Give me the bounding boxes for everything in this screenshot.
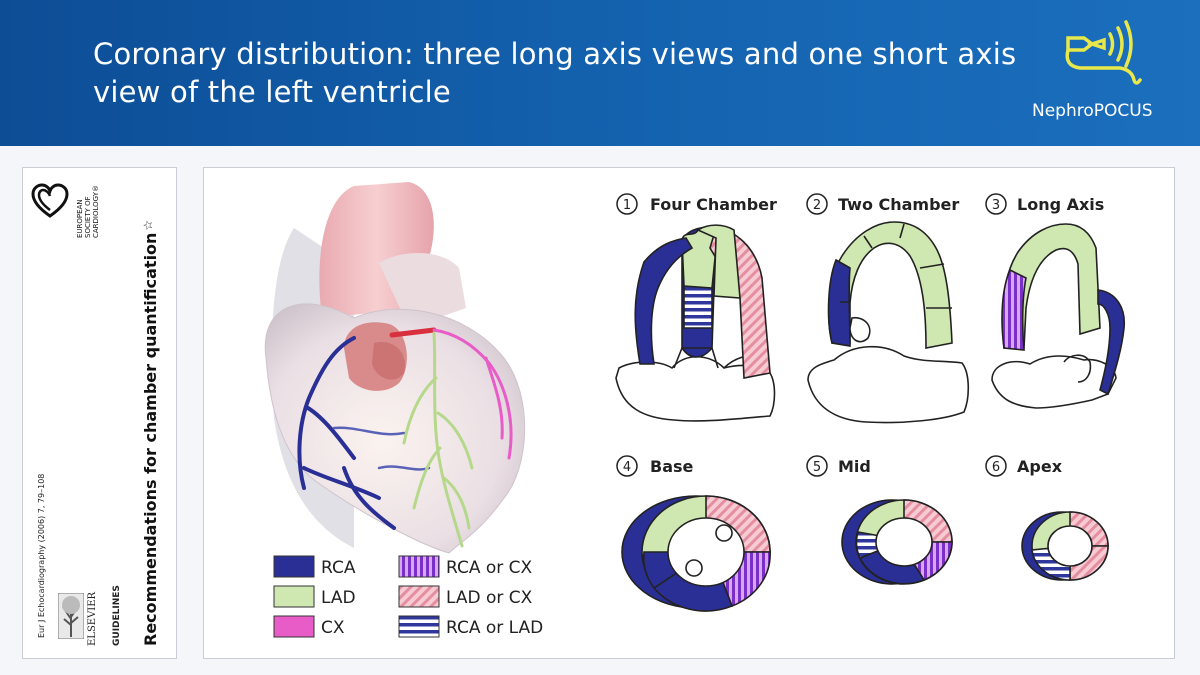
legend-swatch-rca-or-lad [398,615,440,638]
legend-swatch-lad [273,585,315,608]
view-number-4: 4 [623,460,631,475]
cx-vessel [432,328,513,460]
view-label-base: Base [650,457,694,476]
society-line3: CARDIOLOGY® [92,184,100,238]
brand-name: NephroPOCUS [1032,101,1153,121]
view-label-long-axis: Long Axis [1017,195,1104,214]
article-title-text: Recommendations for chamber quantificati… [141,232,160,646]
legend-label-rca: RCA [321,558,356,578]
slide-title-line2: view of the left ventricle [93,75,451,109]
view-label-four-chamber: Four Chamber [650,195,777,214]
left-main-vessel [389,327,437,338]
view-label-mid: Mid [838,457,871,476]
section-label: GUIDELINES [112,585,122,646]
elsevier-tree-logo [58,593,84,639]
ultrasound-probe-icon [1065,20,1142,85]
heart-body [264,303,526,554]
journal-cover: EUROPEAN SOCIETY OF CARDIOLOGY® Eur J Ec… [22,167,177,659]
view-labels: 1 Four Chamber 2 Two Chamber 3 Long Axis… [616,193,1104,477]
slide-title-line1: Coronary distribution: three long axis v… [93,37,1017,71]
long-axis-diagram [991,223,1125,409]
esc-heart-logo [31,183,69,218]
legend-swatch-rca [273,555,315,578]
legend-label-cx: CX [321,618,345,638]
legend-swatch-cx [273,615,315,638]
four-chamber-diagram [615,224,776,422]
article-title-mark: ☆ [141,219,155,231]
publisher-name: ELSEVIER [87,591,98,646]
view-number-2: 2 [813,198,821,213]
legend-label-lad: LAD [321,588,356,608]
view-number-1: 1 [623,198,631,213]
legend-label-lad-or-cx: LAD or CX [446,588,533,608]
legend: RCA LAD CX RCA or CX LAD or CX RCA or LA… [273,555,543,638]
view-label-two-chamber: Two Chamber [838,195,959,214]
society-line1: EUROPEAN [76,199,84,238]
heart-illustration [264,182,526,554]
society-line2: SOCIETY OF [84,196,92,238]
view-number-5: 5 [813,460,821,475]
apex-short-axis-diagram [1021,511,1109,581]
legend-swatch-rca-or-cx [398,555,440,578]
journal-citation: Eur J Echocardiography (2006) 7, 79–108 [37,473,46,638]
mid-short-axis-diagram [841,499,953,585]
rca-vessel [297,336,396,530]
legend-label-rca-or-cx: RCA or CX [446,558,533,578]
article-title: Recommendations for chamber quantificati… [141,220,160,646]
two-chamber-diagram [807,221,970,424]
atrial-appendage [372,342,405,380]
base-short-axis-diagram [621,495,771,612]
legend-label-rca-or-lad: RCA or LAD [446,618,543,638]
lad-vessel [402,331,474,548]
slide-header: Coronary distribution: three long axis v… [0,0,1200,146]
view-label-apex: Apex [1017,457,1063,476]
view-number-6: 6 [992,460,1000,475]
legend-swatch-lad-or-cx [398,585,440,608]
figure-panel: RCA LAD CX RCA or CX LAD or CX RCA or LA… [203,167,1175,659]
view-number-3: 3 [992,198,1000,213]
